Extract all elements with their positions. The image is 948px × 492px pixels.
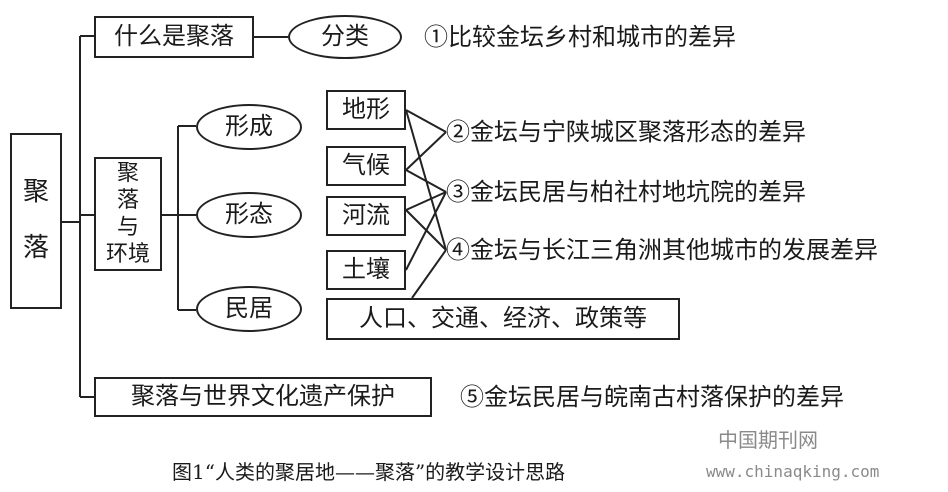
formation-label: 形成 [225, 112, 273, 141]
classify-label: 分类 [321, 22, 369, 51]
root-char-2: 落 [22, 233, 49, 263]
dwelling-label: 民居 [225, 294, 273, 323]
env-char-2: 落 [116, 188, 139, 213]
link-human-goal4 [411, 249, 447, 299]
heritage-label: 聚落与世界文化遗产保护 [131, 382, 395, 411]
formation-node: 形成 [196, 104, 302, 150]
root-char-1: 聚 [22, 177, 49, 208]
factor-river: 河流 [326, 196, 406, 236]
heritage-node: 聚落与世界文化遗产保护 [94, 377, 432, 417]
what-is-settlement-label: 什么是聚落 [114, 22, 234, 51]
watermark-cn: 中国期刊网 [718, 428, 818, 452]
goal-2: ②金坛与宁陕城区聚落形态的差异 [446, 118, 806, 146]
human-factors-label: 人口、交通、经济、政策等 [359, 304, 647, 333]
goal-1: ①比较金坛乡村和城市的差异 [424, 23, 736, 51]
what-is-settlement-node: 什么是聚落 [94, 16, 254, 58]
env-char-3: 与 [116, 215, 139, 240]
root-node: 聚 落 [10, 133, 62, 309]
settlement-environment-node: 聚 落 与 环境 [94, 157, 162, 271]
link-soil-goal3 [405, 191, 447, 271]
goal-4: ④金坛与长江三角洲其他城市的发展差异 [446, 236, 878, 264]
link-terrain-goal4 [405, 109, 447, 251]
link-terrain-goal2 [405, 109, 447, 133]
factor-soil-label: 土壤 [342, 255, 390, 284]
factor-climate: 气候 [326, 146, 406, 186]
morphology-node: 形态 [196, 192, 302, 238]
factor-climate-label: 气候 [342, 151, 390, 180]
factor-river-label: 河流 [342, 201, 390, 230]
env-char-4: 环境 [105, 242, 150, 267]
goal-5: ⑤金坛民居与皖南古村落保护的差异 [460, 383, 844, 411]
env-char-1: 聚 [116, 161, 139, 186]
factor-terrain-label: 地形 [342, 95, 390, 124]
dwelling-node: 民居 [196, 286, 302, 332]
link-climate-goal2 [405, 131, 447, 171]
human-factors-node: 人口、交通、经济、政策等 [326, 298, 680, 340]
factor-soil: 土壤 [326, 250, 406, 290]
link-river-goal3 [405, 191, 447, 211]
classify-node: 分类 [288, 15, 402, 59]
figure-caption: 图1“人类的聚居地——聚落”的教学设计思路 [172, 460, 566, 484]
factor-terrain: 地形 [326, 90, 406, 130]
goal-3: ③金坛民居与柏社村地坑院的差异 [446, 178, 806, 206]
watermark-url: www.chinaqking.com [706, 462, 880, 481]
morphology-label: 形态 [225, 200, 273, 229]
